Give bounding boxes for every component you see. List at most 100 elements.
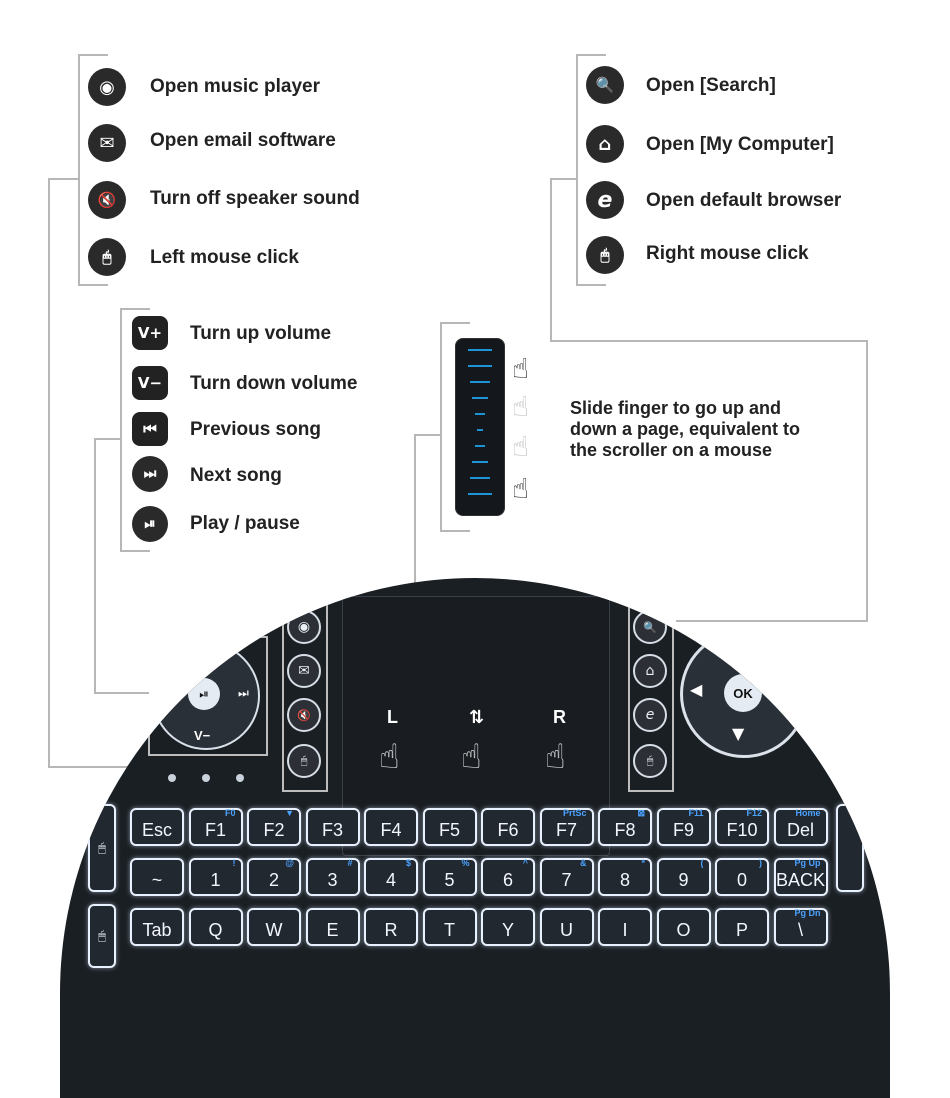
key-row2-8[interactable]: 8* <box>598 858 652 896</box>
side-mouse-key[interactable]: 🖱 <box>88 904 116 968</box>
connector-line <box>78 284 108 286</box>
hand-pointer-icon: ☝ <box>512 390 530 423</box>
touch-left-label: L <box>387 707 398 727</box>
key-label: F4 <box>380 819 402 840</box>
key-row3-0[interactable]: Tab <box>130 908 184 946</box>
key-row2-7[interactable]: 7& <box>539 858 594 896</box>
media-dpad-up[interactable]: V+ <box>194 646 211 661</box>
nav-up-icon[interactable]: ▲ <box>732 638 745 657</box>
key-row3-1[interactable]: Q <box>188 908 243 946</box>
key-row3-2[interactable]: W <box>247 908 301 946</box>
led-indicator <box>236 774 244 782</box>
scroll-note-line-1: Slide finger to go up and <box>570 398 781 418</box>
key-row2-5[interactable]: 5% <box>422 858 477 896</box>
key-row2-2[interactable]: 2@ <box>247 858 301 896</box>
key-fn-label: F12 <box>746 808 762 818</box>
key-row3-8[interactable]: I <box>598 908 652 946</box>
key-label: ~ <box>151 869 163 890</box>
connector-line <box>78 54 80 286</box>
key-label: W <box>265 919 283 940</box>
key-row3-3[interactable]: E <box>305 908 360 946</box>
key-row3-4[interactable]: R <box>364 908 418 946</box>
key-row1-8[interactable]: F8⊠ <box>598 808 652 846</box>
music-player-button[interactable]: ◉ <box>287 610 321 644</box>
email-button[interactable]: ✉ <box>287 654 321 688</box>
scroll-tick <box>470 477 490 479</box>
nav-right-icon[interactable]: ▶ <box>774 680 787 699</box>
key-row1-6[interactable]: F6 <box>481 808 535 846</box>
key-row3-11[interactable]: \Pg Dn <box>773 908 828 946</box>
key-row1-0[interactable]: Esc <box>130 808 184 846</box>
search-button[interactable]: 🔍 <box>633 610 667 644</box>
ok-button[interactable]: OK <box>724 674 762 712</box>
my-computer-button[interactable]: ⌂ <box>633 654 667 688</box>
nav-down-icon[interactable]: ▼ <box>732 724 745 743</box>
right-click-button[interactable]: 🖱 <box>633 744 667 778</box>
highlight-box-dpad <box>148 636 268 756</box>
key-fn-label: Pg Up <box>794 858 821 868</box>
key-row3-10[interactable]: P <box>715 908 769 946</box>
legend-label-email: Open email software <box>150 130 336 151</box>
key-fn-label: ) <box>759 858 762 868</box>
key-label: O <box>676 919 691 940</box>
key-label: 3 <box>327 869 338 890</box>
led-indicator <box>168 774 176 782</box>
play-pause-icon: ⏯ <box>132 506 168 542</box>
media-dpad-down[interactable]: V− <box>194 728 211 743</box>
left-click-button[interactable]: 🖱 <box>287 744 321 778</box>
connector-line <box>414 434 440 436</box>
key-label: T <box>444 919 455 940</box>
connector-line <box>866 340 868 622</box>
key-fn-label: ^ <box>522 858 528 868</box>
scroll-tick <box>472 397 488 399</box>
connector-line <box>550 340 868 342</box>
key-row1-2[interactable]: F2▼ <box>247 808 301 846</box>
key-row3-9[interactable]: O <box>656 908 711 946</box>
legend-label-browser: Open default browser <box>646 190 842 211</box>
key-fn-label: ▼ <box>285 808 294 818</box>
key-label: Del <box>786 819 814 840</box>
browser-button[interactable]: e <box>633 698 667 732</box>
connector-line <box>550 178 576 180</box>
key-row1-4[interactable]: F4 <box>364 808 418 846</box>
email-icon: ✉ <box>88 124 126 162</box>
key-label: P <box>735 919 748 940</box>
legend-label-play-pause: Play / pause <box>190 513 300 534</box>
side-page-key[interactable] <box>836 804 864 892</box>
legend-label-mute: Turn off speaker sound <box>150 188 360 209</box>
key-row3-6[interactable]: Y <box>481 908 535 946</box>
key-row2-10[interactable]: 0) <box>715 858 769 896</box>
connector-line <box>120 308 122 552</box>
key-row1-3[interactable]: F3 <box>305 808 360 846</box>
key-row2-9[interactable]: 9( <box>656 858 711 896</box>
key-row1-5[interactable]: F5 <box>422 808 477 846</box>
connector-line <box>94 438 120 440</box>
legend-label-volume-up: Turn up volume <box>190 323 332 344</box>
key-fn-label: F11 <box>688 808 704 818</box>
key-label: Y <box>501 919 514 940</box>
connector-line <box>120 550 150 552</box>
media-dpad[interactable] <box>152 642 260 750</box>
key-row3-7[interactable]: U <box>539 908 594 946</box>
side-mouse-key[interactable]: 🖱 <box>88 804 116 892</box>
media-dpad-center[interactable]: ⏯ <box>188 678 220 710</box>
connector-line <box>576 284 606 286</box>
mute-button[interactable]: 🔇 <box>287 698 321 732</box>
key-row2-4[interactable]: 4$ <box>364 858 418 896</box>
key-row2-0[interactable]: ~ <box>130 858 184 896</box>
key-row2-6[interactable]: 6^ <box>481 858 535 896</box>
media-dpad-left[interactable]: ⏮ <box>158 686 169 700</box>
key-row3-5[interactable]: T <box>422 908 477 946</box>
key-row2-3[interactable]: 3# <box>305 858 360 896</box>
key-row2-1[interactable]: 1! <box>188 858 243 896</box>
volume-up-icon: V+ <box>132 316 168 350</box>
key-label: 1 <box>210 869 221 890</box>
media-dpad-right[interactable]: ⏭ <box>238 686 249 700</box>
nav-left-icon[interactable]: ◀ <box>690 680 703 699</box>
